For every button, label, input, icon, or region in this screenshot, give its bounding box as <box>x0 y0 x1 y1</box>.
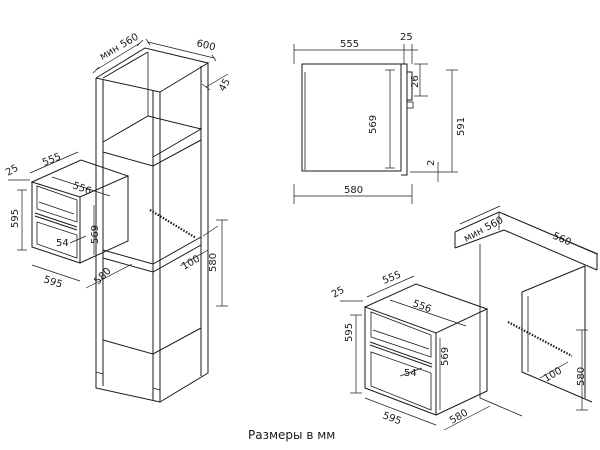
oven-right-inner-height: 569 <box>440 347 451 366</box>
tall-cabinet <box>95 47 210 403</box>
undercounter-height-label: 580 <box>576 367 587 386</box>
oven-left <box>30 159 130 264</box>
oven-right-door: 54 <box>404 368 417 379</box>
cabinet-depth-label: 600 <box>195 38 216 53</box>
oven-right <box>363 283 489 416</box>
oven-left-front-width: 595 <box>42 274 64 290</box>
oven-right-side: 25 <box>330 285 347 301</box>
oven-right-inner-width: 556 <box>411 298 433 315</box>
side-view-height-total: 591 <box>456 117 467 136</box>
side-view-width-top: 555 <box>340 39 359 50</box>
undercounter-depth-label: 560 <box>551 231 573 249</box>
oven-right-front-width: 595 <box>381 410 403 427</box>
side-view-depth: 580 <box>344 185 363 196</box>
cabinet-width-label: мин 560 <box>98 32 141 63</box>
undercounter-cutout-label: 100 <box>542 366 564 385</box>
oven-left-dimensions <box>8 151 133 289</box>
cabinet-height-label: 580 <box>208 253 219 272</box>
side-view <box>293 44 458 204</box>
cabinet-dimensions <box>92 38 229 307</box>
oven-right-dimensions <box>340 275 491 431</box>
oven-left-top-width: 555 <box>41 151 63 168</box>
oven-left-height: 595 <box>10 209 21 228</box>
side-view-gap-panel: 26 <box>410 75 421 88</box>
oven-left-inner-height: 569 <box>90 225 101 244</box>
oven-right-height: 595 <box>344 323 355 342</box>
oven-left-door: 54 <box>56 238 69 249</box>
undercounter-dimensions <box>459 205 599 411</box>
side-view-gap-bottom: 2 <box>426 160 437 166</box>
oven-right-depth: 580 <box>448 408 470 427</box>
oven-left-side: 25 <box>4 163 21 179</box>
cabinet-cutout-label: 100 <box>180 254 202 273</box>
oven-right-top-width: 555 <box>381 269 403 286</box>
side-view-height-inner: 569 <box>368 115 379 134</box>
side-view-gap-top: 25 <box>400 32 413 43</box>
caption: Размеры в мм <box>248 428 336 442</box>
